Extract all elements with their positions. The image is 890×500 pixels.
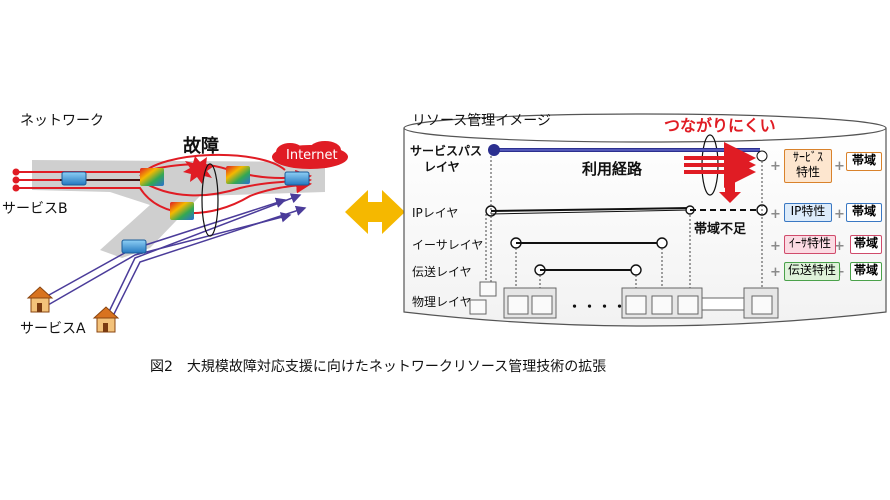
internet-label: Internet — [286, 148, 338, 163]
resource-title: リソース管理イメージ — [412, 113, 552, 129]
physical-equipment — [469, 281, 779, 319]
network-panel — [12, 141, 348, 333]
physical-layer-label: 物理レイヤ — [412, 295, 472, 309]
transport-bandwidth-tag: 帯域 — [850, 262, 882, 281]
ip-layer-label: IPレイヤ — [412, 206, 459, 220]
internet-cloud-icon — [272, 141, 348, 169]
service-bandwidth-tag: 帯域 — [846, 152, 882, 171]
switch-icon — [121, 239, 147, 254]
transport-attribute-tag: 伝送特性 — [784, 262, 840, 281]
transport-layer-label: 伝送レイヤ — [412, 265, 472, 279]
service-path-layer-label-2: レイヤ — [424, 160, 460, 174]
router-icon — [140, 168, 164, 186]
svg-text:+: + — [834, 207, 845, 222]
service-b-flows — [12, 153, 312, 214]
failure-label: 故障 — [183, 136, 219, 157]
ip-attribute-tag: IP特性 — [784, 203, 832, 222]
svg-text:+: + — [770, 159, 781, 174]
service-attribute-tag: ｻｰﾋﾞｽ 特性 — [784, 149, 832, 183]
svg-text:+: + — [834, 159, 845, 174]
svg-text:+: + — [770, 265, 781, 280]
failure-burst-icon — [183, 156, 214, 184]
down-arrow-icon — [719, 180, 741, 203]
service-attribute-name-2: 特性 — [795, 165, 820, 179]
svg-text:+: + — [770, 239, 781, 254]
failure-ellipse — [201, 163, 219, 237]
hard-to-connect-label: つながりにくい — [664, 116, 776, 135]
resource-panel: + + + + + + + + — [403, 113, 887, 327]
congestion-arrows — [684, 142, 756, 188]
switch-icon — [61, 171, 87, 186]
more-equipment-dots: ・・・・ — [568, 300, 629, 315]
switch-icon — [284, 171, 310, 186]
service-path-layer-label: サービスパス — [410, 144, 483, 158]
service-attribute-name: ｻｰﾋﾞｽ — [792, 150, 823, 164]
ethernet-layer-label: イーサレイヤ — [412, 238, 484, 252]
svg-text:+: + — [834, 239, 845, 254]
service-path-node — [756, 150, 768, 162]
ethernet-attribute-tag: ｲｰｻ特性 — [784, 235, 836, 254]
route-label: 利用経路 — [582, 160, 643, 178]
svg-text:+: + — [770, 207, 781, 222]
bidirectional-arrow-icon — [345, 190, 405, 234]
figure-caption: 図2 大規模故障対応支援に向けたネットワークリソース管理技術の拡張 — [150, 359, 607, 375]
network-title: ネットワーク — [20, 113, 104, 129]
ethernet-bandwidth-tag: 帯域 — [850, 235, 882, 254]
service-path-node — [488, 144, 500, 156]
service-a-label: サービスA — [20, 321, 86, 337]
ip-bandwidth-tag: 帯域 — [846, 203, 882, 222]
house-icon — [92, 306, 120, 333]
router-icon — [170, 202, 194, 220]
house-icon — [26, 286, 54, 313]
bandwidth-shortage-label: 帯域不足 — [694, 222, 747, 237]
router-icon — [226, 166, 250, 184]
service-b-label: サービスB — [2, 201, 68, 217]
resource-cylinder — [403, 128, 887, 327]
